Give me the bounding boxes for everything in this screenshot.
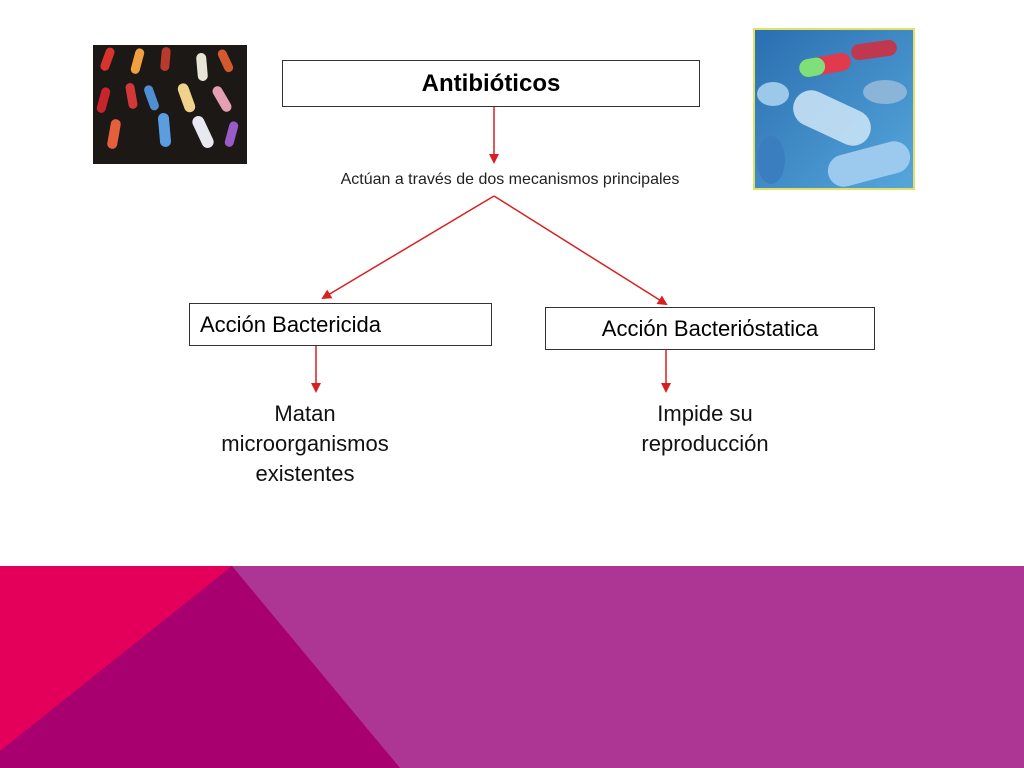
title-text: Antibióticos (421, 69, 561, 97)
bactericida-box: Acción Bactericida (189, 303, 492, 346)
blue-pills-photo (753, 28, 915, 190)
result-line: Matan (274, 401, 336, 426)
result-line: reproducción (641, 431, 769, 456)
result-line: Impide su (657, 401, 753, 426)
bacteriostatica-label: Acción Bacteriόstatica (601, 315, 819, 341)
bacteriostatica-box: Acción Bacteriόstatica (545, 307, 875, 350)
capsules-illustration (93, 45, 247, 164)
title-box: Antibióticos (282, 60, 700, 107)
bactericida-label: Acción Bactericida (200, 311, 381, 337)
decorative-footer (0, 566, 1024, 768)
bactericida-result: Matan microorganismos existentes (190, 399, 420, 489)
subtitle-text: Actúan a través de dos mecanismos princi… (340, 171, 680, 188)
pills-illustration (755, 30, 913, 188)
capsules-photo (93, 45, 247, 164)
result-line: existentes (255, 461, 355, 486)
bacteriostatica-result: Impide su reproducción (590, 399, 820, 459)
arrow-to-bactericida (321, 195, 495, 300)
result-line: microorganismos (221, 431, 389, 456)
arrow-to-bacteriostatica (493, 195, 668, 306)
